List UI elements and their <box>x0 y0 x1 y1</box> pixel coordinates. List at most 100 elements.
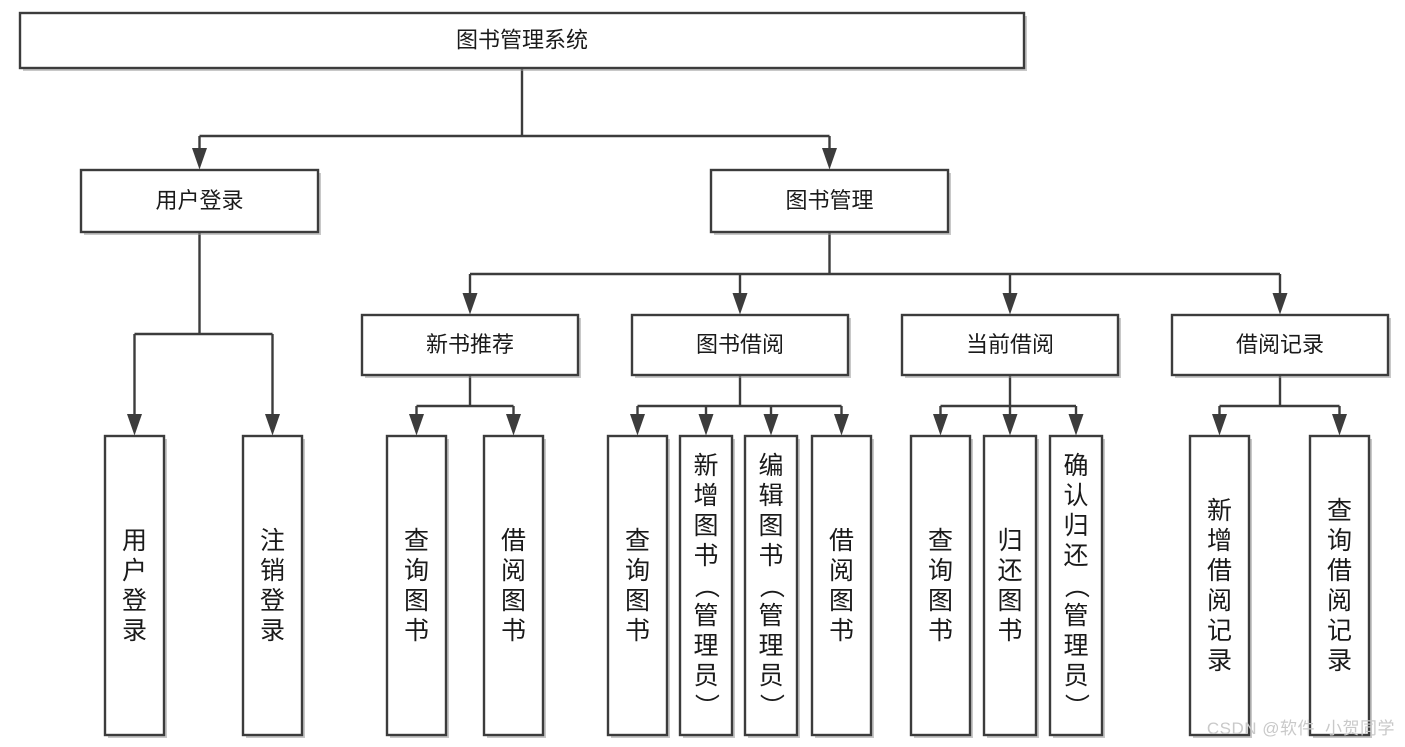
node-rect[interactable] <box>909 434 972 737</box>
node-label: 借阅记录 <box>1236 332 1324 357</box>
node-rect[interactable] <box>1170 313 1390 377</box>
arrow-head-icon <box>822 148 837 170</box>
node-label-char: 图 <box>829 587 854 615</box>
node-label-char: 询 <box>1327 527 1352 555</box>
node-book-manage[interactable]: 图书管理 <box>709 168 951 235</box>
node-label-char: ） <box>757 693 785 718</box>
node-rect[interactable] <box>982 434 1038 737</box>
node-label-char: 图 <box>928 587 953 615</box>
arrow-head-icon <box>192 148 207 170</box>
node-rect[interactable] <box>1188 434 1251 737</box>
node-rect[interactable] <box>630 313 850 377</box>
connector-group-borrow-record <box>1212 375 1347 436</box>
arrow-head-icon <box>1068 414 1084 436</box>
node-label-char: 归 <box>1063 512 1088 540</box>
node-label-char: 销 <box>260 557 285 585</box>
node-label-char: 新 <box>693 452 718 480</box>
node-book-borrow[interactable]: 图书借阅 <box>630 313 851 378</box>
arrow-head-icon <box>1332 414 1347 436</box>
node-label-char: 书 <box>693 542 718 570</box>
node-label-char: 记 <box>1207 617 1232 645</box>
node-label-char: 书 <box>928 617 953 645</box>
node-root[interactable]: 图书管理系统 <box>18 11 1027 71</box>
node-rect[interactable] <box>241 434 304 737</box>
node-label-char: 归 <box>997 527 1022 555</box>
node-label-char: 登 <box>260 587 285 615</box>
node-label-char: 登 <box>122 587 147 615</box>
node-label-char: 查 <box>404 527 429 555</box>
node-label-char: ） <box>1062 693 1090 718</box>
node-label-char: 阅 <box>829 557 854 585</box>
node-user-login[interactable]: 用户登录 <box>79 168 321 235</box>
node-label-char: 理 <box>693 632 718 660</box>
connector-group-book-borrow <box>630 375 849 436</box>
node-new-book-rec[interactable]: 新书推荐 <box>360 313 581 378</box>
node-label-char: 用 <box>122 527 147 555</box>
node-label: 新书推荐 <box>426 332 514 357</box>
arrow-head-icon <box>127 414 142 436</box>
node-label-char: 借 <box>829 527 854 555</box>
node-label-char: 增 <box>1207 527 1232 555</box>
node-label-char: 录 <box>1327 647 1352 675</box>
connector-group-root <box>192 68 837 170</box>
node-label-char: 阅 <box>501 557 526 585</box>
node-label-char: 录 <box>1207 647 1232 675</box>
node-rect[interactable] <box>79 168 320 234</box>
node-layer: 图书管理系统用户登录图书管理新书推荐图书借阅当前借阅借阅记录用户登录注销登录查询… <box>18 11 1391 738</box>
connector-group-current-borrow <box>933 375 1084 436</box>
node-rect[interactable] <box>18 11 1026 70</box>
node-rect[interactable] <box>743 434 799 737</box>
node-rect[interactable] <box>1048 434 1104 737</box>
node-label-char: 查 <box>928 527 953 555</box>
node-rect[interactable] <box>360 313 580 377</box>
node-label-char: 还 <box>997 557 1022 585</box>
node-rect[interactable] <box>103 434 166 737</box>
node-rect[interactable] <box>810 434 873 737</box>
node-borrow-record[interactable]: 借阅记录 <box>1170 313 1391 378</box>
arrow-head-icon <box>265 414 280 436</box>
node-label-char: 还 <box>1063 542 1088 570</box>
node-label-char: 员 <box>758 662 783 690</box>
arrow-head-icon <box>732 293 748 315</box>
node-label-char: 书 <box>625 617 650 645</box>
node-label-char: 图 <box>997 587 1022 615</box>
connector-group-book-manage <box>462 232 1288 315</box>
arrow-head-icon <box>698 414 714 436</box>
node-label-char: 询 <box>928 557 953 585</box>
node-label-char: 新 <box>1207 497 1232 525</box>
node-current-borrow[interactable]: 当前借阅 <box>900 313 1121 378</box>
node-label-char: 书 <box>404 617 429 645</box>
node-rect[interactable] <box>1308 434 1371 737</box>
node-label-char: 理 <box>1063 632 1088 660</box>
node-rect[interactable] <box>678 434 734 737</box>
node-rect[interactable] <box>709 168 950 234</box>
node-leaf-user-login[interactable]: 用户登录 <box>103 434 167 738</box>
node-rect[interactable] <box>900 313 1120 377</box>
node-label-char: 借 <box>501 527 526 555</box>
arrow-head-icon <box>630 414 645 436</box>
node-label-char: 户 <box>122 557 147 585</box>
arrow-head-icon <box>1272 293 1288 315</box>
node-rect[interactable] <box>606 434 669 737</box>
node-label-char: 注 <box>260 527 285 555</box>
node-label-char: 阅 <box>1327 587 1352 615</box>
node-rect[interactable] <box>385 434 448 737</box>
connector-layer <box>127 68 1347 436</box>
node-rect[interactable] <box>482 434 545 737</box>
node-label-char: 确 <box>1063 452 1088 480</box>
node-label-char: ） <box>692 693 720 718</box>
node-label-char: 记 <box>1327 617 1352 645</box>
node-label: 图书管理 <box>785 188 873 213</box>
